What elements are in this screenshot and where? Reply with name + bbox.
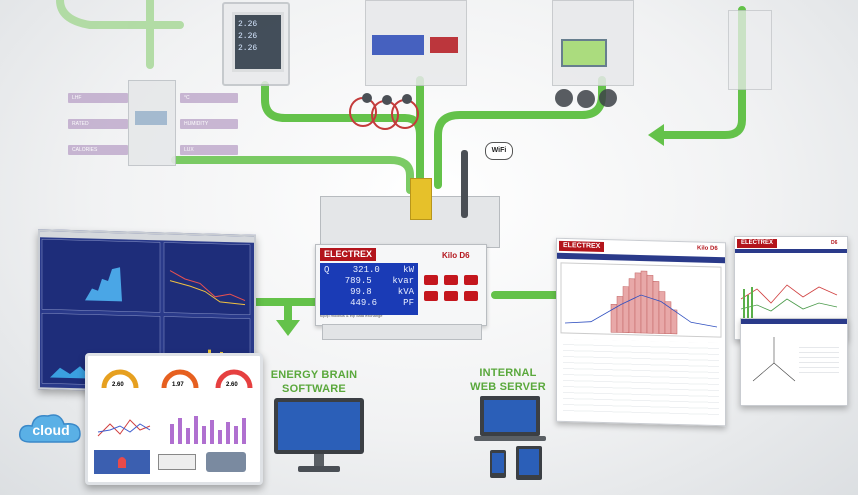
gauge-widget: 2.60 xyxy=(98,364,142,400)
meter-din-far-right xyxy=(728,10,772,90)
io-label-rated: RATED xyxy=(68,119,128,129)
gauge-value: 2.60 xyxy=(112,382,124,388)
current-sensors xyxy=(555,89,617,108)
key-button[interactable] xyxy=(424,275,438,285)
web-panel-2-chart xyxy=(740,284,838,319)
dashboard-charts xyxy=(97,416,246,444)
laptop-icon xyxy=(474,396,546,444)
desktop-monitor-icon xyxy=(274,398,366,478)
web-server-line2: WEB SERVER xyxy=(470,381,546,393)
gauge-value: 1.97 xyxy=(172,382,184,388)
key-button[interactable] xyxy=(444,291,458,301)
gauge-widget: 1.97 xyxy=(158,364,202,400)
device-model: Kilo D6 xyxy=(442,251,470,260)
device-brand: ELECTREX xyxy=(320,248,377,261)
web-panel-table xyxy=(563,338,719,418)
phone-icon xyxy=(490,450,506,478)
meter-din-top-center xyxy=(365,0,467,86)
cloud-label: cloud xyxy=(32,422,70,438)
tablet-icon xyxy=(516,446,542,480)
gauge-widget: 2.60 xyxy=(212,364,256,400)
web-panel-2-brand: ELECTREX xyxy=(737,239,778,248)
key-button[interactable] xyxy=(464,275,478,285)
key-button[interactable] xyxy=(424,291,438,301)
io-module xyxy=(128,80,176,166)
io-label-calories: CALORIES xyxy=(68,145,128,155)
web-server-line1: INTERNAL xyxy=(479,367,537,379)
rj45-connector xyxy=(410,178,432,220)
cloud-icon: cloud xyxy=(16,410,86,446)
web-panel-model: Kilo D6 xyxy=(697,245,718,253)
wifi-label: WiFi xyxy=(491,147,507,154)
current-clamps xyxy=(349,93,419,130)
web-panel-main: ELECTREX Kilo D6 xyxy=(556,237,726,427)
key-button[interactable] xyxy=(444,275,458,285)
device-bottom-housing xyxy=(322,324,482,340)
device-footer: tcp/ip modbus & eip data exchange xyxy=(320,313,383,318)
web-panel-2-model: D6 xyxy=(831,240,838,246)
wifi-badge: WiFi xyxy=(485,142,513,160)
web-server-caption: INTERNAL WEB SERVER xyxy=(462,366,554,394)
alarm-tile[interactable] xyxy=(94,450,150,474)
web-panel-brand: ELECTREX xyxy=(559,240,605,253)
sensor-tile[interactable] xyxy=(206,452,246,472)
arrow-left-icon xyxy=(648,124,664,146)
alarm-bell-icon xyxy=(118,457,126,468)
web-panel-menu xyxy=(557,252,725,264)
io-label-humidity: HUMIDITY xyxy=(180,119,238,129)
dashboard-tablet: 2.60 1.97 2.60 xyxy=(85,353,263,485)
io-label-lux: LUX xyxy=(180,145,238,155)
energy-brain-line1: ENERGY BRAIN xyxy=(270,369,358,381)
gauge-value: 2.60 xyxy=(226,382,238,388)
energy-brain-caption: ENERGY BRAIN SOFTWARE xyxy=(262,368,366,396)
web-panel-chart xyxy=(560,262,722,338)
web-panel-tertiary xyxy=(740,318,848,406)
meter-din-top-right xyxy=(552,0,634,86)
energy-brain-line2: SOFTWARE xyxy=(282,383,346,395)
device-keypad xyxy=(424,275,480,311)
phasor-diagram xyxy=(752,337,796,382)
arrow-down-icon xyxy=(276,320,300,336)
key-button[interactable] xyxy=(464,291,478,301)
meter-tile[interactable] xyxy=(158,454,196,470)
io-label-lhf: LHF xyxy=(68,93,128,103)
antenna xyxy=(461,150,468,218)
io-label-celsius: °C xyxy=(180,93,238,103)
phasor-table xyxy=(799,343,839,373)
